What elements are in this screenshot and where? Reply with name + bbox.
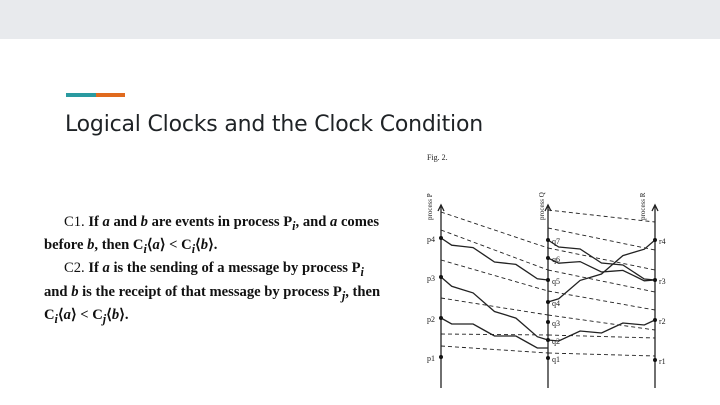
process-p-line-arrow [437, 203, 445, 212]
message-q6-r3 [547, 257, 656, 282]
event-dot-q4 [546, 300, 550, 304]
clock-tick-line-8 [440, 229, 549, 271]
c2-line-1: C2. If a is the sending of a message by … [64, 260, 364, 280]
process-q-line-arrow [544, 203, 552, 212]
slide-title: Logical Clocks and the Clock Condition [65, 112, 483, 137]
clock-tick-line-2 [440, 333, 549, 336]
event-dot-q1 [546, 356, 550, 360]
space-time-diagram: Fig. 2. process P process Q process R p1… [426, 153, 666, 388]
c1-line-2: before b, then Ci⟨a⟩ < Ci⟨b⟩. [44, 237, 218, 257]
c2-line-3: Ci⟨a⟩ < Cj⟨b⟩. [44, 306, 129, 326]
event-dot-q5 [546, 278, 550, 282]
clock-tick-line-11 [547, 247, 656, 271]
clock-tick-line-12 [547, 227, 656, 251]
clock-tick-line-9 [547, 269, 656, 293]
event-dot-p4 [439, 236, 443, 240]
clock-tick-line-6 [440, 259, 549, 292]
event-label-r3: r3 [659, 277, 666, 286]
event-dot-r1 [653, 358, 657, 362]
clock-tick-line-10 [440, 211, 549, 249]
message-r2-q2 [547, 319, 656, 342]
accent-teal [66, 93, 96, 97]
clock-tick-line-0 [440, 345, 549, 354]
message-r3-q7 [547, 239, 656, 281]
clock-tick-line-5 [547, 314, 656, 331]
event-label-p1: p1 [427, 354, 435, 363]
clock-tick-line-13 [547, 209, 656, 223]
event-label-r4: r4 [659, 237, 666, 246]
clock-tick-line-4 [440, 297, 549, 316]
c2-line-2: and b is the receipt of that message by … [44, 283, 381, 303]
event-label-q7: q7 [552, 237, 560, 246]
event-dot-p3 [439, 275, 443, 279]
message-p4-q5 [440, 237, 549, 281]
event-dot-r3 [653, 278, 657, 282]
message-q4-r4 [547, 239, 656, 303]
event-dot-p1 [439, 355, 443, 359]
message-q2-p3 [440, 276, 549, 341]
process-r-line-arrow [651, 203, 659, 212]
event-dot-r2 [653, 318, 657, 322]
process-p-label: process P [426, 193, 434, 220]
event-label-q1: q1 [552, 355, 560, 364]
accent-orange [96, 93, 125, 97]
clock-tick-line-1 [547, 352, 656, 357]
process-q-label: process Q [538, 192, 546, 220]
event-dot-r4 [653, 238, 657, 242]
event-label-q2: q2 [552, 337, 560, 346]
clock-condition-text: C1. If a and b are events in process Pi,… [44, 213, 396, 329]
top-band [0, 0, 720, 39]
event-label-q3: q3 [552, 319, 560, 328]
message-p2-q [440, 317, 548, 349]
event-dot-q2 [546, 338, 550, 342]
event-label-p3: p3 [427, 274, 435, 283]
process-r-label: process R [639, 192, 647, 220]
clock-tick-line-3 [547, 334, 656, 339]
event-label-p2: p2 [427, 315, 435, 324]
event-dot-q3 [546, 320, 550, 324]
event-label-r2: r2 [659, 317, 666, 326]
event-label-q4: q4 [552, 299, 560, 308]
event-label-q6: q6 [552, 255, 560, 264]
event-label-q5: q5 [552, 277, 560, 286]
event-dot-p2 [439, 316, 443, 320]
figure-caption: Fig. 2. [427, 153, 448, 162]
event-dot-q7 [546, 238, 550, 242]
event-label-p4: p4 [427, 235, 435, 244]
event-dot-q6 [546, 256, 550, 260]
event-label-r1: r1 [659, 357, 666, 366]
c1-line-1: C1. If a and b are events in process Pi,… [64, 214, 380, 233]
